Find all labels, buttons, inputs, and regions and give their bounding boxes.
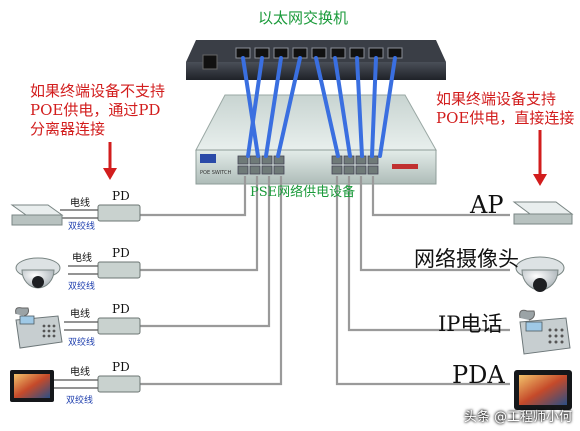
right-note: 如果终端设备支持POE供电，直接连接 (436, 90, 575, 127)
left-note: 如果终端设备不支持POE供电，通过PD分离器连接 (30, 82, 166, 138)
pd-splitters (97, 204, 141, 393)
pse-label: PSE网络供电设备 (250, 185, 356, 200)
right-label-camera: 网络摄像头 (414, 247, 519, 271)
svg-text:POE SWITCH: POE SWITCH (200, 170, 232, 176)
left-red-arrow (103, 142, 117, 180)
twisted-pair-label-2: 双绞线 (68, 282, 96, 292)
power-wire-label-1: 电线 (70, 198, 90, 209)
uplink-cables (241, 56, 397, 158)
right-label-phone: IP电话 (438, 312, 503, 336)
twisted-pair-label-1: 双绞线 (68, 222, 96, 232)
twisted-pair-label-4: 双绞线 (66, 396, 94, 406)
pd-label-4: PD (112, 360, 130, 374)
power-wire-label-3: 电线 (70, 309, 90, 320)
left-link-lines (52, 209, 98, 389)
right-phone-icon (519, 309, 571, 355)
distribution-cables (140, 176, 510, 386)
left-pda-icon (10, 370, 54, 402)
right-pda-icon (514, 370, 572, 410)
switch-label: 以太网交换机 (258, 9, 349, 27)
ethernet-switch (186, 40, 446, 80)
pd-label-1: PD (112, 189, 130, 203)
pd-label-3: PD (112, 302, 130, 316)
left-camera-icon (15, 257, 61, 289)
pse-ports-left (237, 155, 285, 175)
right-red-arrow (533, 130, 547, 186)
pd-label-2: PD (112, 246, 130, 260)
power-wire-label-4: 电线 (70, 367, 90, 378)
power-wire-label-2: 电线 (72, 253, 92, 264)
pse-device: POE SWITCH (195, 94, 437, 185)
twisted-pair-label-3: 双绞线 (68, 338, 96, 348)
right-label-ap: AP (470, 191, 504, 219)
left-phone-icon (15, 307, 63, 349)
right-ap-icon (512, 201, 574, 225)
right-camera-icon (515, 256, 565, 292)
right-label-pda: PDA (452, 361, 505, 389)
watermark: 头条 @工程师小何 (463, 410, 572, 425)
left-ap-icon (10, 204, 64, 226)
